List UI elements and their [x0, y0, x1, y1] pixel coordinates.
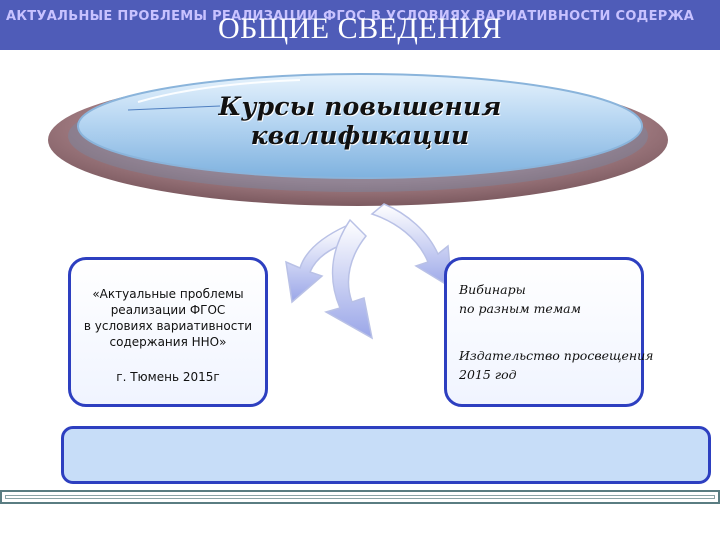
course-name-line: содержания ННО»: [109, 335, 227, 349]
running-title: АКТУАЛЬНЫЕ ПРОБЛЕМЫ РЕАЛИЗАЦИИ ФГОС В УС…: [6, 9, 695, 24]
branch-arrows: [285, 203, 453, 340]
arrow-left-icon: [285, 224, 351, 304]
webinars-title: Вибинары: [459, 282, 526, 297]
course-name-line: в условиях вариативности: [83, 319, 253, 333]
arrow-down-icon: [324, 218, 374, 340]
publisher-year: 2015 год: [459, 367, 517, 382]
slide-title: ОБЩИЕ СВЕДЕНИЯ: [217, 12, 503, 45]
course-name-line: реализации ФГОС: [110, 303, 226, 317]
course-name-line: «Актуальные проблемы: [92, 287, 244, 301]
course-name: «Актуальные проблемы реализации ФГОС в у…: [71, 286, 265, 350]
arrow-right-icon: [370, 203, 453, 290]
course-place-year: г. Тюмень 2015г: [116, 370, 220, 384]
publisher-name: Издательство просвещения: [459, 348, 654, 363]
header-bar: АКТУАЛЬНЫЕ ПРОБЛЕМЫ РЕАЛИЗАЦИИ ФГОС В УС…: [0, 0, 720, 50]
oval-decor-line: [127, 105, 221, 111]
publisher-item: Издательство просвещения 2015 год: [459, 346, 654, 384]
webinars-subtitle: по разным темам: [459, 301, 582, 316]
empty-info-box: [61, 426, 711, 484]
footer-strip-inner: [5, 495, 715, 499]
oval-title: Курсы повышения квалификации: [218, 92, 502, 150]
central-oval: [77, 73, 643, 179]
course-info-box: «Актуальные проблемы реализации ФГОС в у…: [68, 257, 268, 407]
footer-strip: [0, 490, 720, 504]
resources-box: Вибинары по разным темам Издательство пр…: [444, 257, 653, 407]
oval-highlight: [137, 79, 301, 103]
webinars-item: Вибинары по разным темам: [459, 280, 649, 318]
